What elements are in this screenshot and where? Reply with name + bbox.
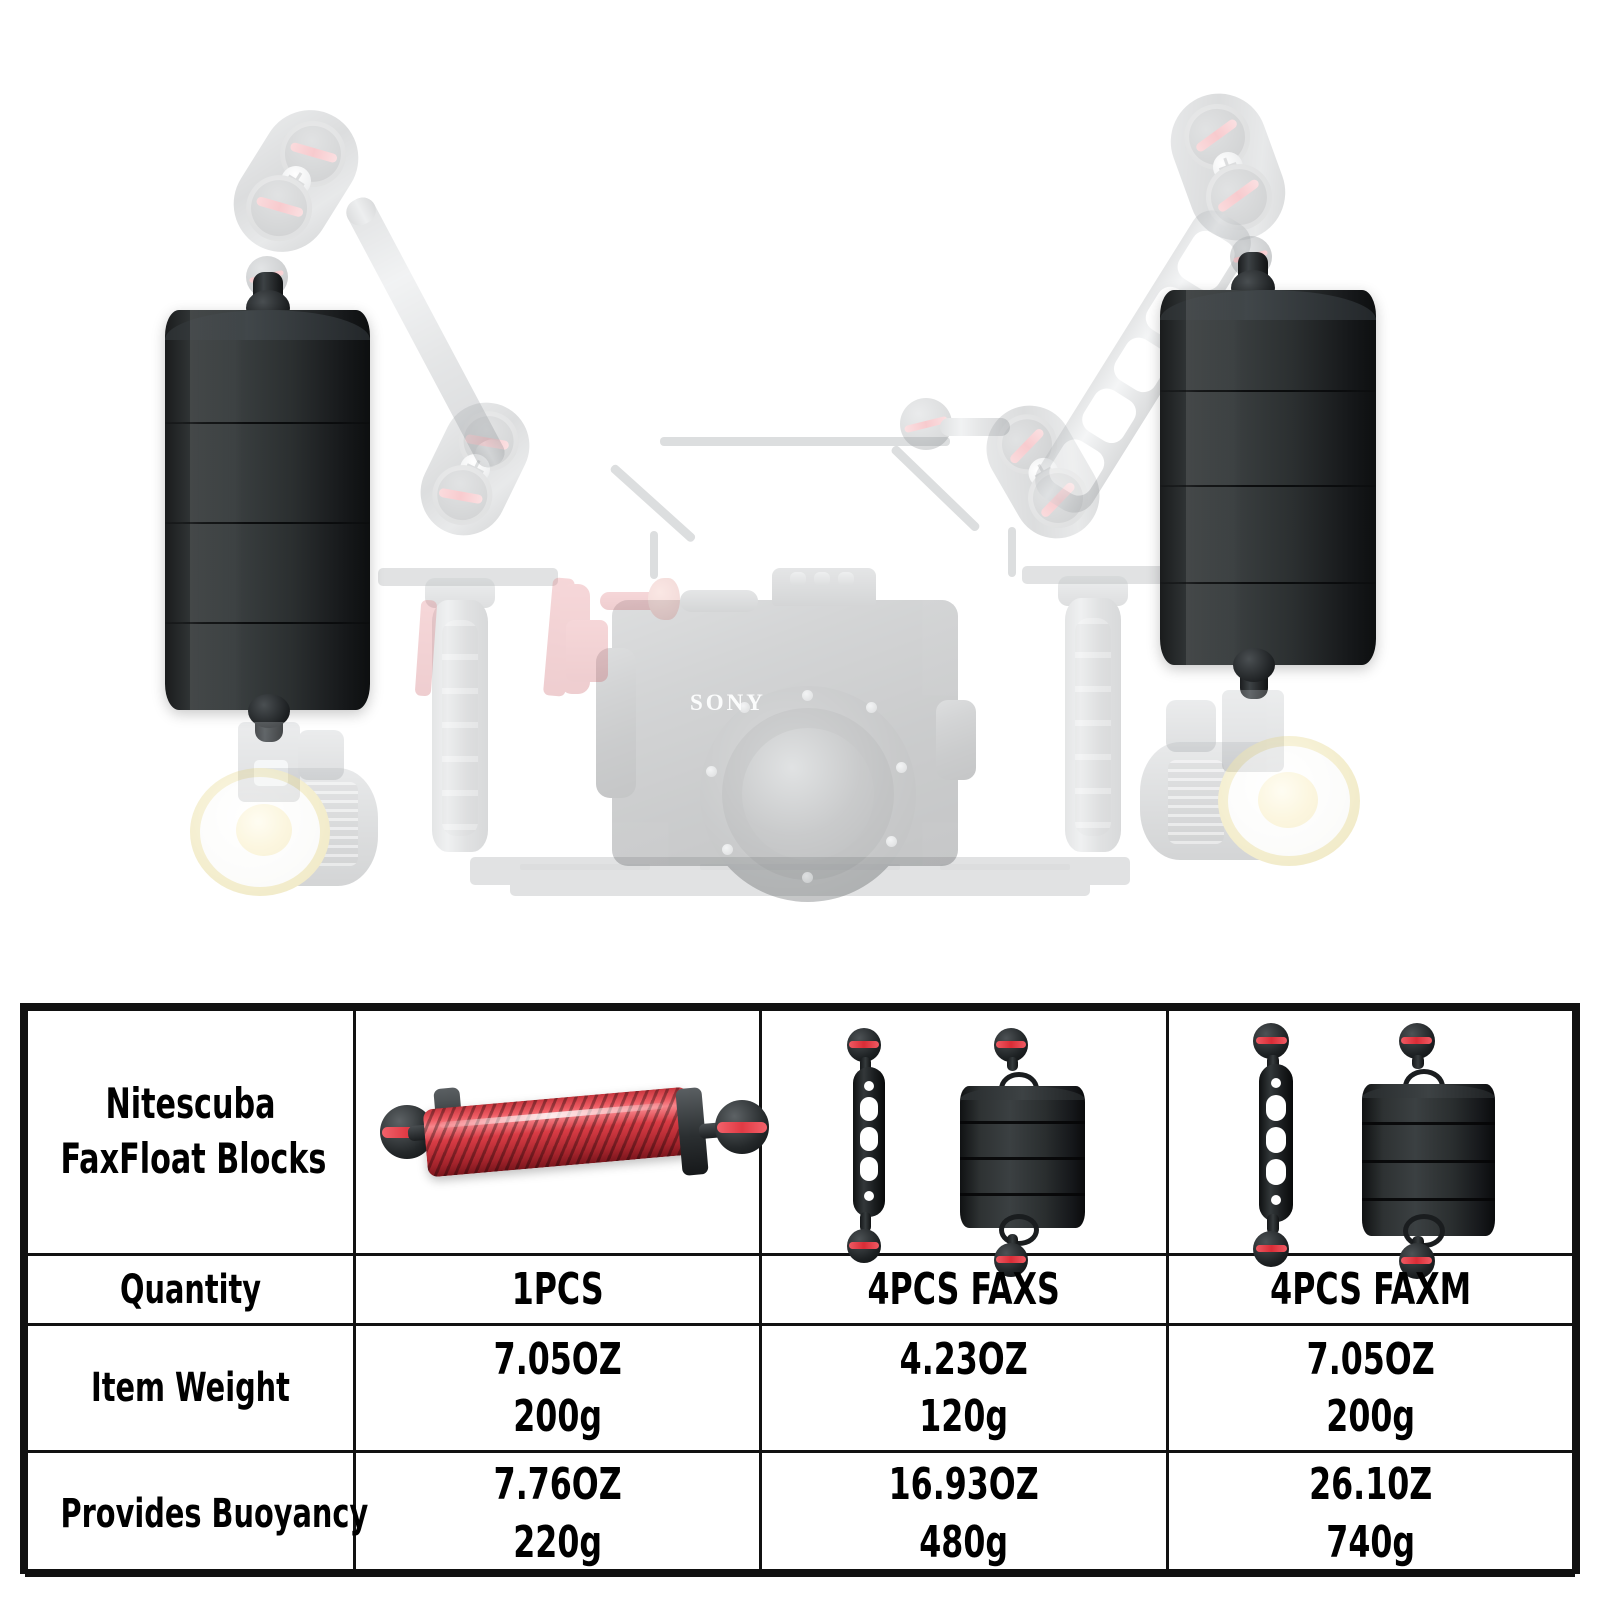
sony-logo: SONY [690, 690, 766, 715]
buoyancy-value-2: 16.93OZ 480g [759, 1450, 1169, 1577]
specification-table: Nitescuba FaxFloat Blocks [20, 1003, 1580, 1577]
table-row-provides-buoyancy: Provides Buoyancy 7.76OZ 220g 16.93OZ 48… [25, 1450, 1576, 1577]
right-float-bottom-knuckle [1233, 648, 1275, 682]
quantity-value-3: 4PCS FAXM [1165, 1253, 1576, 1326]
product-image-cell-3 [1165, 1008, 1576, 1280]
brand-line-1: Nitescuba [105, 1079, 276, 1129]
buoyancy-value-3: 26.10Z 740g [1165, 1450, 1576, 1577]
item-weight-value-3: 7.05OZ 200g [1165, 1323, 1576, 1453]
skeleton-arm-and-faxm-float-block [1169, 1011, 1572, 1280]
left-float-bottom-knuckle [248, 694, 290, 728]
row-label-provides-buoyancy: Provides Buoyancy [25, 1450, 369, 1577]
skeleton-arm-and-faxs-float-block [762, 1011, 1165, 1278]
table-row-quantity: Quantity 1PCS 4PCS FAXS 4PCS FAXM [25, 1253, 1576, 1326]
table-row-item-weight: Item Weight 7.05OZ 200g 4.23OZ 120g 7.05… [25, 1323, 1576, 1453]
item-weight-label: Item Weight [91, 1365, 290, 1411]
product-hero-image: SONY [0, 0, 1600, 975]
item-weight-value-1: 7.05OZ 200g [352, 1323, 763, 1453]
product-image-cell-2 [759, 1008, 1169, 1278]
table-header-label: Nitescuba FaxFloat Blocks [25, 1008, 356, 1256]
quantity-label: Quantity [119, 1266, 262, 1313]
quantity-value-2: 4PCS FAXS [759, 1253, 1169, 1326]
float-block-left [165, 310, 370, 710]
float-block-right [1160, 290, 1376, 665]
row-label-quantity: Quantity [25, 1253, 356, 1326]
quantity-value-1: 1PCS [352, 1253, 763, 1326]
provides-buoyancy-label: Provides Buoyancy [60, 1490, 369, 1537]
row-label-item-weight: Item Weight [25, 1323, 356, 1453]
red-carbon-float-arm [356, 1011, 769, 1253]
product-image-cell-1 [352, 1008, 769, 1256]
brand-line-2: FaxFloat Blocks [60, 1134, 327, 1183]
buoyancy-value-1: 7.76OZ 220g [352, 1450, 763, 1577]
table-row-header: Nitescuba FaxFloat Blocks [25, 1008, 1576, 1280]
item-weight-value-2: 4.23OZ 120g [759, 1323, 1169, 1453]
